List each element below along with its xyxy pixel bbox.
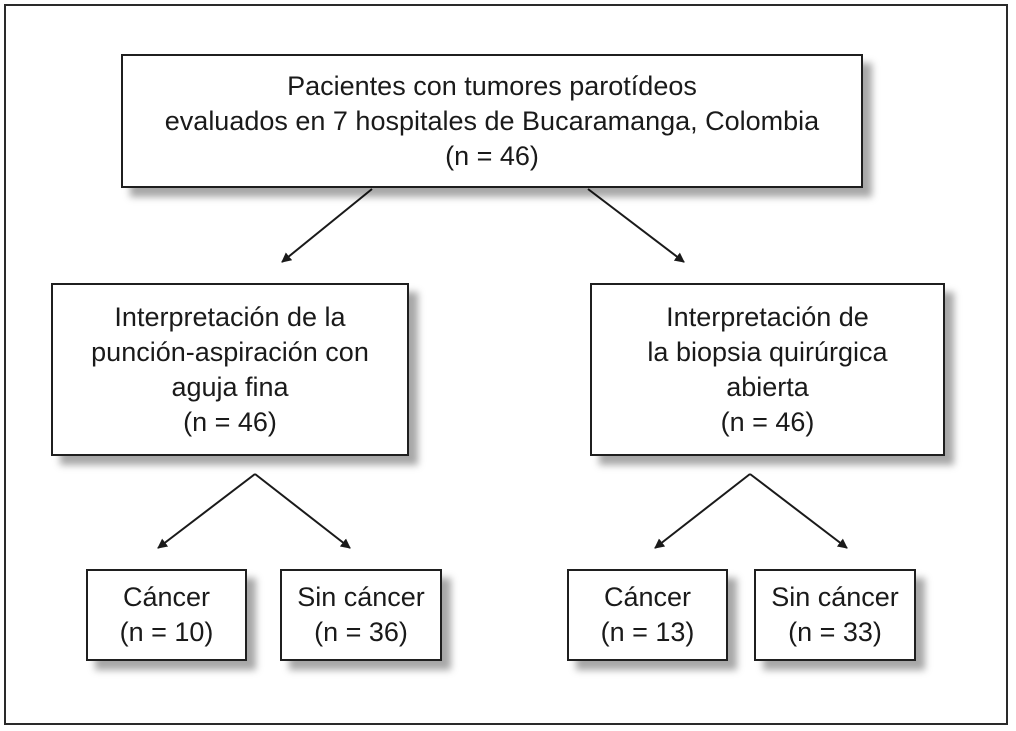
population-line-3: (n = 46) <box>445 140 539 171</box>
fine-needle-line-4: (n = 46) <box>183 406 277 437</box>
fine-needle-cancer-count: (n = 10) <box>119 617 214 647</box>
open-biopsy-no-cancer-label: Sin cáncer <box>771 582 899 612</box>
fine-needle-line-1: Interpretación de la <box>114 301 346 332</box>
open-biopsy-cancer-box: Cáncer (n = 13) <box>567 569 728 661</box>
open-biopsy-line-2: la biopsia quirúrgica <box>647 336 888 367</box>
population-line-2: evaluados en 7 hospitales de Bucaramanga… <box>164 105 820 136</box>
open-biopsy-cancer-label: Cáncer <box>603 582 692 612</box>
population-box: Pacientes con tumores parotídeos evaluad… <box>121 54 863 188</box>
fine-needle-line-3: aguja fina <box>171 371 289 402</box>
fine-needle-line-2: punción-aspiración con <box>91 336 369 367</box>
open-biopsy-line-3: abierta <box>726 371 809 402</box>
arrow-left-to-no-cancer <box>254 473 351 549</box>
open-biopsy-box: Interpretación de la biopsia quirúrgica … <box>590 283 945 456</box>
fine-needle-no-cancer-box: Sin cáncer (n = 36) <box>280 569 442 661</box>
open-biopsy-cancer-count: (n = 13) <box>600 617 695 647</box>
fine-needle-cancer-label: Cáncer <box>122 582 211 612</box>
arrow-left-to-cancer <box>157 473 256 549</box>
fine-needle-cancer-box: Cáncer (n = 10) <box>86 569 247 661</box>
arrow-top-to-right <box>587 188 685 263</box>
arrow-right-to-cancer <box>654 473 751 549</box>
fine-needle-no-cancer-label: Sin cáncer <box>297 582 425 612</box>
open-biopsy-no-cancer-box: Sin cáncer (n = 33) <box>754 569 916 661</box>
open-biopsy-line-4: (n = 46) <box>720 406 815 437</box>
open-biopsy-no-cancer-count: (n = 33) <box>788 617 882 647</box>
arrow-right-to-no-cancer <box>749 473 848 549</box>
fine-needle-box: Interpretación de la punción-aspiración … <box>51 283 409 456</box>
fine-needle-no-cancer-count: (n = 36) <box>314 617 408 647</box>
arrow-top-to-left <box>281 188 373 263</box>
population-line-1: Pacientes con tumores parotídeos <box>287 70 697 101</box>
open-biopsy-line-1: Interpretación de <box>666 301 869 332</box>
